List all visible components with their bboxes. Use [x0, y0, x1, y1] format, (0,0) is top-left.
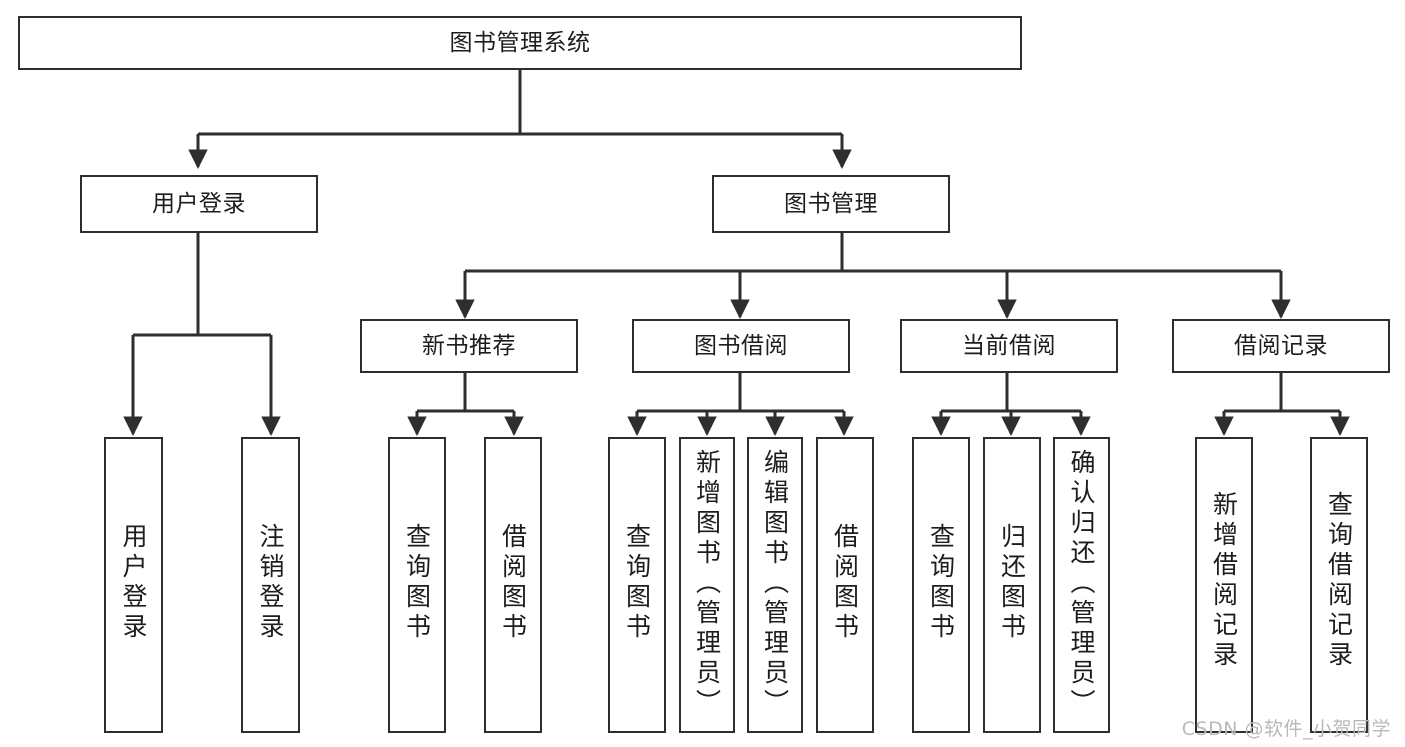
node-borrow-record[interactable]: 借阅记录 [1172, 319, 1390, 373]
leaf-borrow-add-book[interactable]: 新增图书（管理员） [679, 437, 735, 733]
leaf-record-add-label: 新增借阅记录 [1209, 491, 1239, 671]
leaf-current-return[interactable]: 归还图书 [983, 437, 1041, 733]
leaf-logout-label: 注销登录 [256, 523, 285, 643]
node-user-login-label: 用户登录 [152, 190, 246, 217]
leaf-current-query-label: 查询图书 [926, 523, 956, 643]
node-book-manage[interactable]: 图书管理 [712, 175, 950, 233]
leaf-borrow-edit-book-label: 编辑图书（管理员） [760, 449, 790, 719]
node-current-borrow-label: 当前借阅 [962, 332, 1056, 359]
leaf-borrow-query[interactable]: 查询图书 [608, 437, 666, 733]
node-user-login[interactable]: 用户登录 [80, 175, 318, 233]
node-new-book-rec-label: 新书推荐 [422, 332, 516, 359]
leaf-user-login[interactable]: 用户登录 [104, 437, 163, 733]
node-book-borrow-label: 图书借阅 [694, 332, 788, 359]
leaf-user-login-label: 用户登录 [119, 523, 148, 643]
leaf-record-add[interactable]: 新增借阅记录 [1195, 437, 1253, 733]
node-book-manage-label: 图书管理 [784, 190, 878, 217]
leaf-record-query[interactable]: 查询借阅记录 [1310, 437, 1368, 733]
leaf-new-book-borrow-label: 借阅图书 [498, 523, 528, 643]
leaf-record-query-label: 查询借阅记录 [1324, 491, 1354, 671]
node-new-book-rec[interactable]: 新书推荐 [360, 319, 578, 373]
leaf-borrow-query-label: 查询图书 [622, 523, 652, 643]
node-book-borrow[interactable]: 图书借阅 [632, 319, 850, 373]
leaf-new-book-query[interactable]: 查询图书 [388, 437, 446, 733]
leaf-new-book-borrow[interactable]: 借阅图书 [484, 437, 542, 733]
csdn-watermark: CSDN @软件_小贺同学 [1181, 718, 1391, 740]
leaf-current-return-label: 归还图书 [997, 523, 1027, 643]
leaf-current-query[interactable]: 查询图书 [912, 437, 970, 733]
node-root-label: 图书管理系统 [449, 29, 591, 56]
leaf-current-confirm-return-label: 确认归还（管理员） [1067, 449, 1096, 719]
leaf-logout[interactable]: 注销登录 [241, 437, 300, 733]
leaf-borrow-book[interactable]: 借阅图书 [816, 437, 874, 733]
leaf-new-book-query-label: 查询图书 [402, 523, 432, 643]
node-root[interactable]: 图书管理系统 [18, 16, 1022, 70]
node-current-borrow[interactable]: 当前借阅 [900, 319, 1118, 373]
leaf-current-confirm-return[interactable]: 确认归还（管理员） [1053, 437, 1110, 733]
leaf-borrow-book-label: 借阅图书 [830, 523, 860, 643]
node-borrow-record-label: 借阅记录 [1234, 332, 1328, 359]
leaf-borrow-add-book-label: 新增图书（管理员） [692, 449, 722, 719]
leaf-borrow-edit-book[interactable]: 编辑图书（管理员） [747, 437, 803, 733]
